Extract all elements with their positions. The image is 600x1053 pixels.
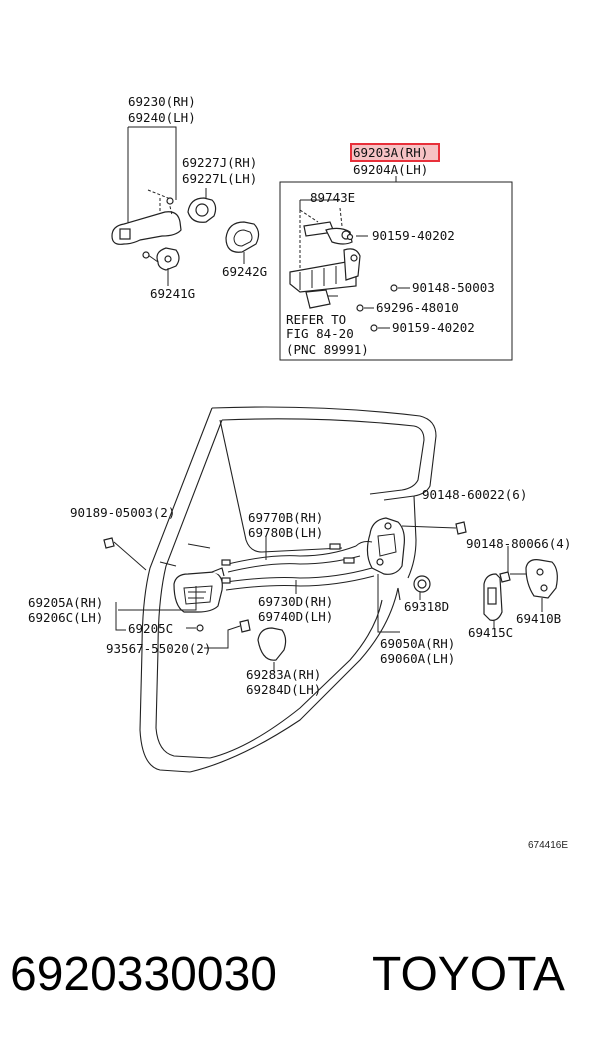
label-69205c: 69205C xyxy=(128,621,173,636)
refer-line-3: (PNC 89991) xyxy=(286,342,369,357)
label-69410b: 69410B xyxy=(516,611,561,626)
label-90159-a: 90159-40202 xyxy=(372,228,455,243)
label-69241g: 69241G xyxy=(150,286,195,301)
label-69230: 69230(RH) xyxy=(128,94,196,109)
lock-knob-part xyxy=(257,627,287,661)
figure-code: 674416E xyxy=(528,840,568,851)
label-69060a: 69060A(LH) xyxy=(380,651,455,666)
door-outline xyxy=(139,406,437,773)
label-69227l: 69227L(LH) xyxy=(182,171,257,186)
label-69227j: 69227J(RH) xyxy=(182,155,257,170)
door-lock-part xyxy=(366,517,405,575)
outside-handle-group xyxy=(111,126,260,286)
frame-parts xyxy=(289,199,410,332)
part-number: 6920330030 xyxy=(10,948,277,1001)
label-69050a: 69050A(RH) xyxy=(380,636,455,651)
label-89743e: 89743E xyxy=(310,190,355,205)
label-69205a: 69205A(RH) xyxy=(28,595,103,610)
label-69240: 69240(LH) xyxy=(128,110,196,125)
label-69206c: 69206C(LH) xyxy=(28,610,103,625)
brand-name: TOYOTA xyxy=(372,948,565,1001)
label-69740d: 69740D(LH) xyxy=(258,609,333,624)
label-69204a: 69204A(LH) xyxy=(353,162,428,177)
label-69283a: 69283A(RH) xyxy=(246,667,321,682)
label-90148-80066: 90148-80066(4) xyxy=(466,536,571,551)
frame-box xyxy=(279,176,513,361)
label-90159-b: 90159-40202 xyxy=(392,320,475,335)
refer-line-2: FIG 84-20 xyxy=(286,326,354,341)
label-69242g: 69242G xyxy=(222,264,267,279)
label-69284d: 69284D(LH) xyxy=(246,682,321,697)
label-93567: 93567-55020(2) xyxy=(106,641,211,656)
refer-line-1: REFER TO xyxy=(286,312,346,327)
label-69203a: 69203A(RH) xyxy=(353,145,428,160)
door-striker-part xyxy=(525,559,558,599)
label-69318d: 69318D xyxy=(404,599,449,614)
door-parts xyxy=(103,517,558,672)
highlight-box xyxy=(350,143,440,162)
label-90148-60022: 90148-60022(6) xyxy=(422,487,527,502)
label-69730d: 69730D(RH) xyxy=(258,594,333,609)
handle-pad-part xyxy=(225,221,260,253)
label-69780b: 69780B(LH) xyxy=(248,525,323,540)
label-90189: 90189-05003(2) xyxy=(70,505,175,520)
label-69296: 69296-48010 xyxy=(376,300,459,315)
label-90148-50003: 90148-50003 xyxy=(412,280,495,295)
label-69415c: 69415C xyxy=(468,625,513,640)
label-69770b: 69770B(RH) xyxy=(248,510,323,525)
